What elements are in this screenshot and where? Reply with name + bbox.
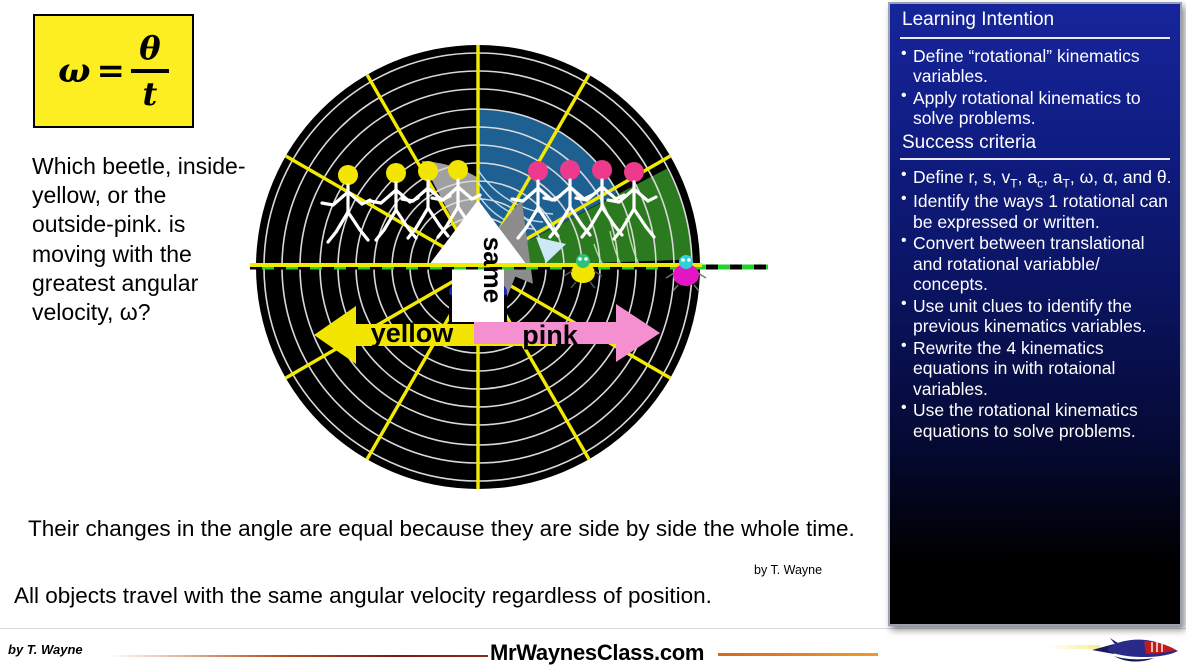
footer-site-label: MrWaynesClass.com [490, 640, 705, 665]
pink-beetle [665, 255, 707, 292]
statement-line-2: All objects travel with the same angular… [14, 583, 712, 608]
list-item: Define r, s, vT, ac, aT, ω, α, and θ. [900, 166, 1172, 191]
rocket-icon [1092, 638, 1178, 662]
pink-arrow-label: pink [522, 320, 578, 350]
success-criteria-list: Define r, s, vT, ac, aT, ω, α, and θ. Id… [890, 166, 1180, 441]
learning-intention-heading: Learning Intention [902, 9, 1055, 30]
learning-intention-list: Define “rotational” kinematics variables… [890, 45, 1180, 129]
formula-fraction: θ t [130, 29, 169, 113]
footer-separator [0, 628, 1186, 629]
success-criteria-heading: Success criteria [902, 131, 1037, 153]
blue-arrowhead [536, 237, 566, 263]
same-arrow-label: same [478, 237, 508, 304]
objectives-panel: Learning Intention Define “rotational” k… [888, 2, 1182, 626]
fraction-bar [130, 69, 169, 73]
rocket-trail [1048, 645, 1100, 649]
yellow-walkers [320, 160, 482, 244]
list-item: Identify the ways 1 rotational can be ex… [900, 190, 1172, 232]
list-item: Use the rotational kinematics equations … [900, 399, 1172, 441]
yellow-arrow-label: yellow [371, 318, 455, 348]
same-arrow [429, 200, 527, 322]
formula-box: ω = θ t [33, 14, 194, 128]
list-item: Apply rotational kinematics to solve pro… [900, 87, 1172, 129]
diagram-svg: yellow pink same [250, 45, 768, 489]
formula-equals: = [96, 51, 125, 91]
formula-numerator: θ [139, 29, 161, 67]
rotation-diagram: yellow pink same [236, 22, 796, 512]
formula-denominator: t [142, 75, 158, 113]
list-item: Rewrite the 4 kinematics equations in wi… [900, 337, 1172, 399]
success-criteria-rule [900, 157, 1170, 160]
list-item: Define “rotational” kinematics variables… [900, 45, 1172, 87]
yellow-arrow [314, 306, 556, 364]
footer-byline: by T. Wayne [8, 642, 83, 657]
formula-omega: ω [58, 51, 91, 91]
footer-rule-left [108, 655, 488, 657]
omega-formula: ω = θ t [58, 32, 169, 110]
yellow-beetle [563, 254, 603, 289]
footer-rule-right [718, 653, 878, 656]
list-item: Use unit clues to identify the previous … [900, 295, 1172, 337]
learning-intention-rule [900, 37, 1170, 39]
pink-arrow [474, 304, 660, 362]
question-text: Which beetle, inside-yellow, or the outs… [32, 153, 246, 326]
statement-line-1: Their changes in the angle are equal bec… [28, 516, 855, 541]
statement-byline: by T. Wayne [754, 563, 823, 577]
list-item: Convert between translational and rotati… [900, 232, 1172, 294]
pink-walkers [510, 160, 658, 241]
